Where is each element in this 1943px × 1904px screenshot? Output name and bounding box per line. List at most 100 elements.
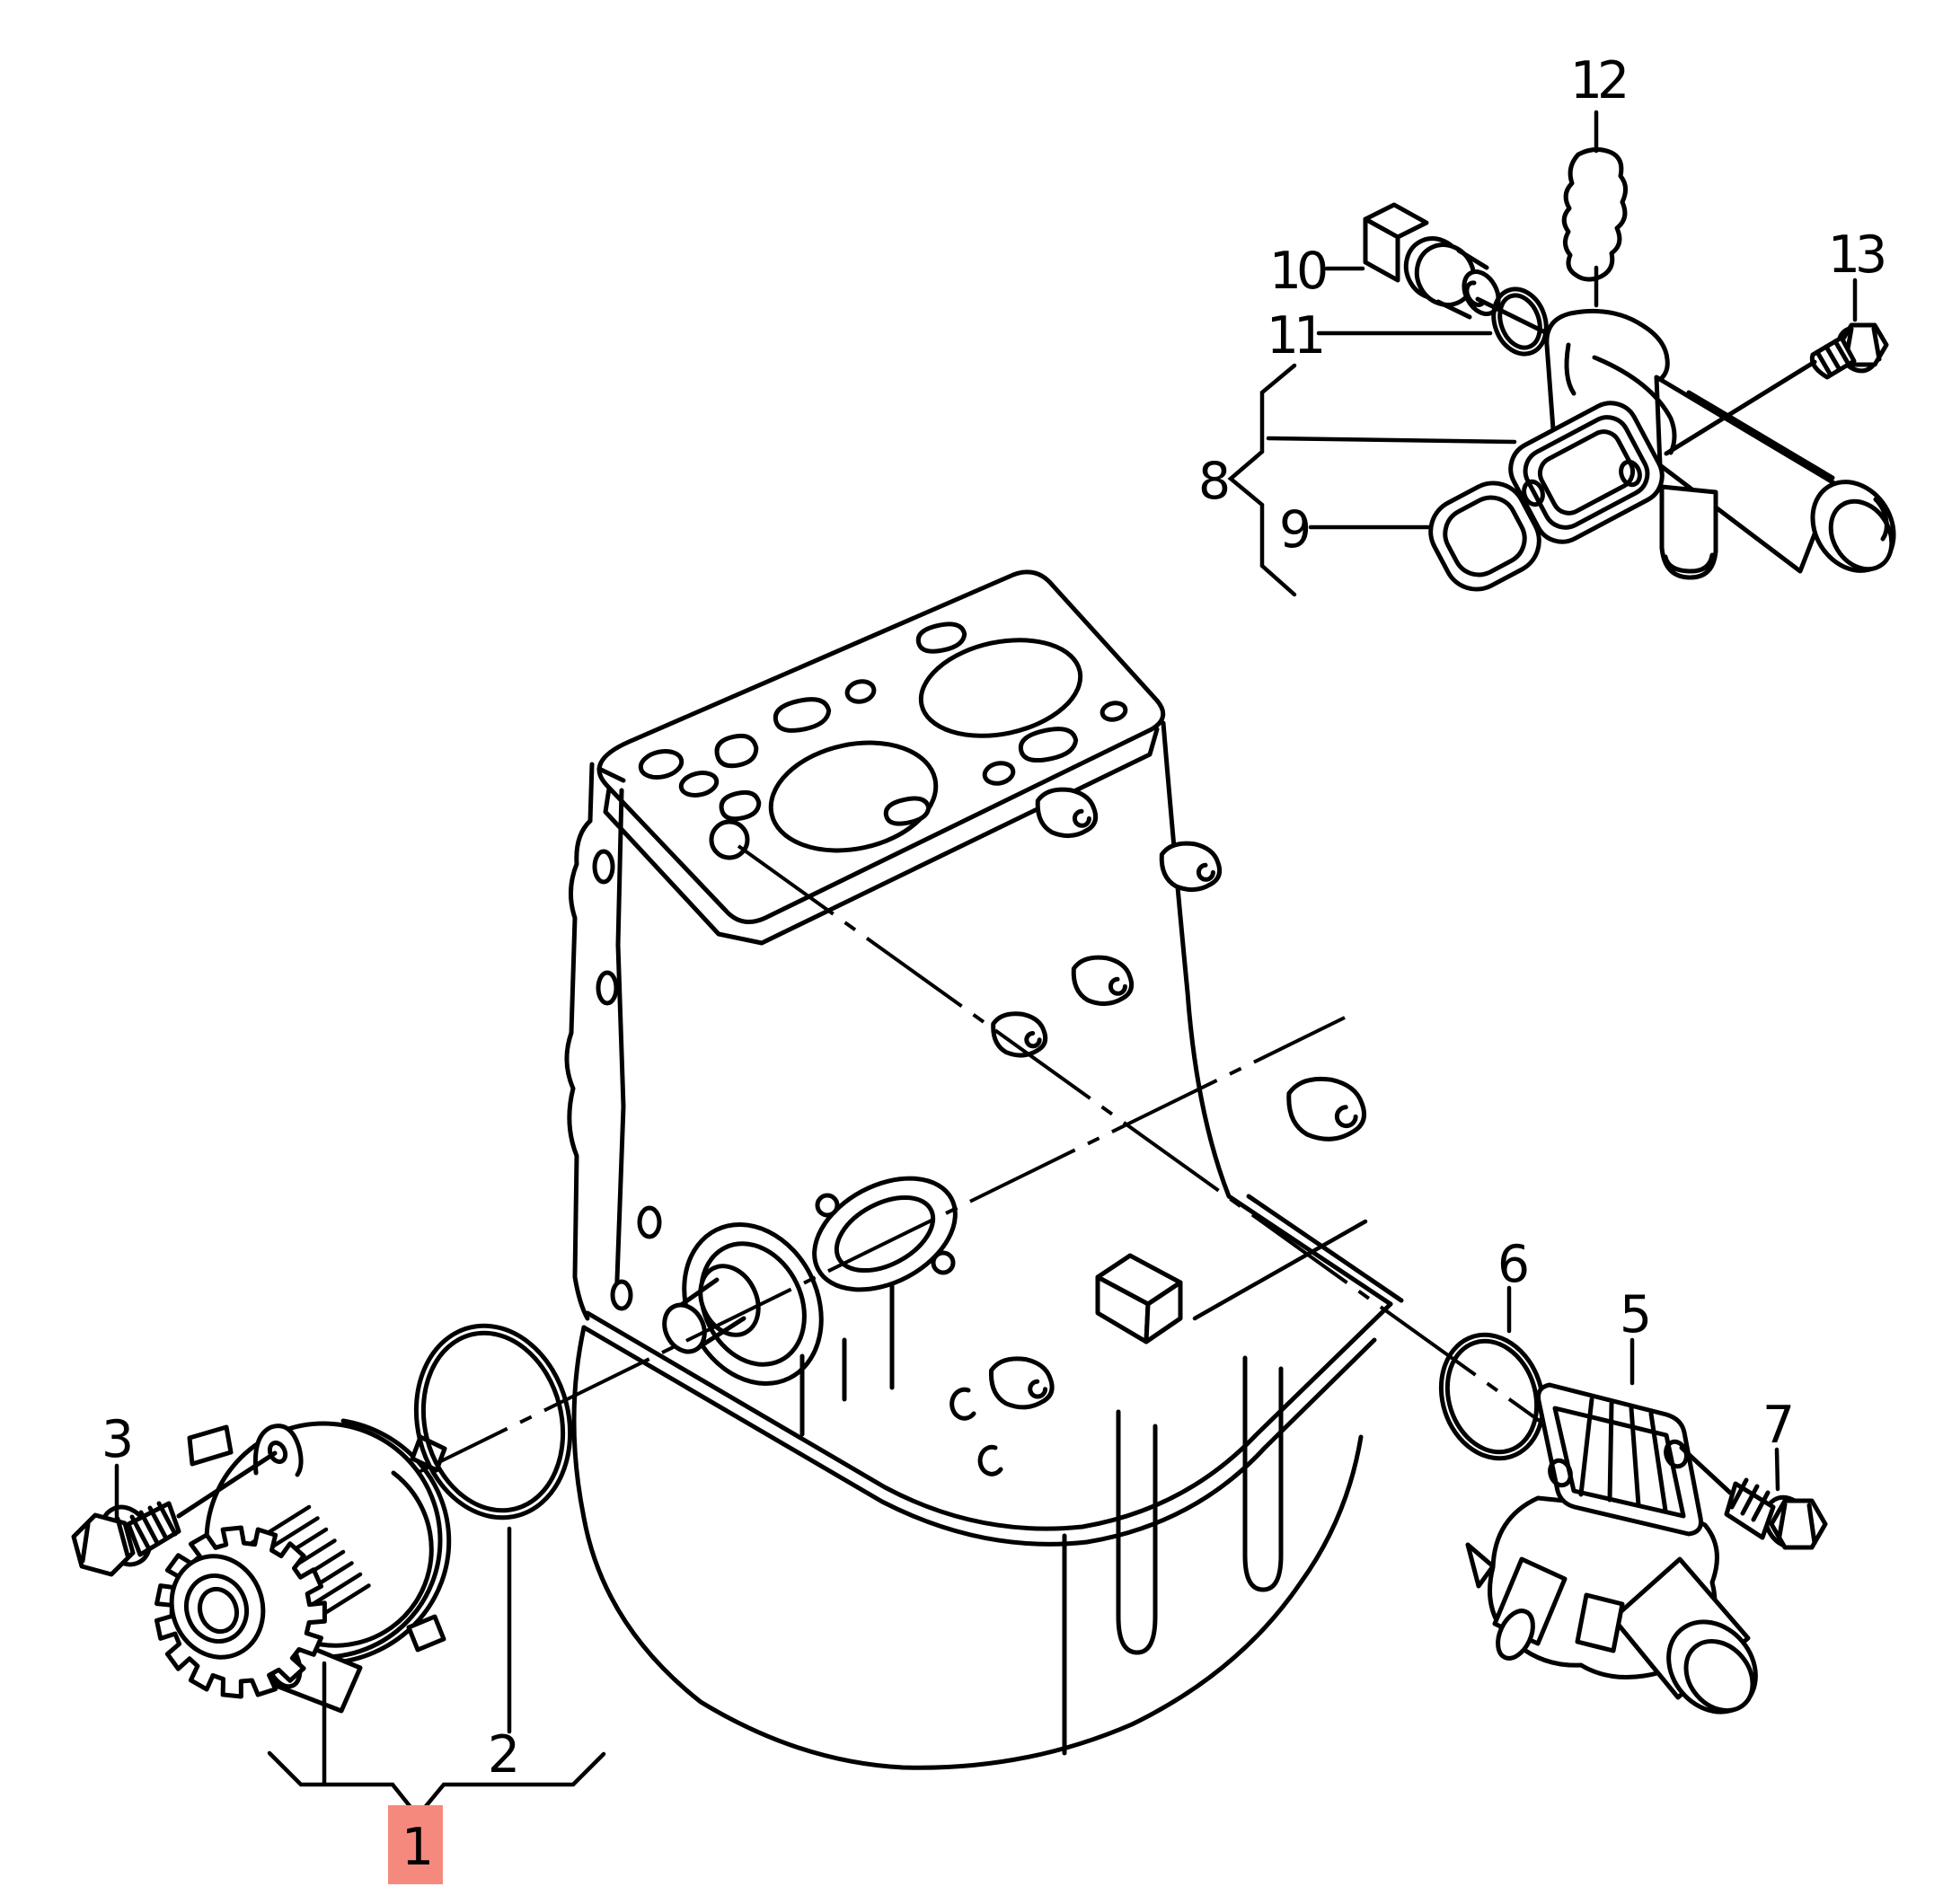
- elbow-face-line: [1564, 342, 1576, 396]
- cross-reference-line: [1192, 1219, 1368, 1321]
- engine-block-drawing: [564, 569, 1404, 1770]
- housing-ribs: [1578, 1397, 1668, 1513]
- bolt-channel: [1116, 1409, 1158, 1655]
- leader-line: [1774, 1447, 1780, 1492]
- thermostat-axis-line: [737, 844, 1561, 1437]
- bracket-8: [1227, 363, 1297, 597]
- bolt-7-drawing: [1724, 1477, 1828, 1550]
- bolt-13-pointer-line: [1664, 359, 1817, 456]
- block-web-lines: [799, 1283, 895, 1437]
- block-right-rim: [1246, 1194, 1404, 1303]
- o-ring-11-drawing: [1491, 286, 1549, 357]
- pipe-outlet-shade: [1873, 497, 1889, 542]
- deck-corner-lip: [587, 762, 626, 824]
- flange-gasket-face: [1508, 401, 1665, 544]
- bolt-channel: [1242, 1355, 1284, 1592]
- pump-notch: [406, 1614, 446, 1653]
- bolt-threads: [1815, 339, 1850, 376]
- block-left-face: [564, 818, 593, 1321]
- bolt-threads: [129, 1501, 178, 1550]
- callout-label-5[interactable]: 5: [1620, 1285, 1654, 1344]
- temperature-sensor-drawing: [1363, 202, 1501, 320]
- coolant-flange-assembly-drawing: [1363, 147, 1896, 592]
- callout-9[interactable]: 9: [1279, 500, 1433, 560]
- hose-cut-symbol: [1561, 147, 1628, 282]
- o-ring-6-drawing: [1438, 1332, 1546, 1461]
- callout-1[interactable]: 1: [267, 1661, 606, 1884]
- leader-line-flange: [1266, 436, 1517, 445]
- housing-tab: [1465, 1542, 1496, 1589]
- pump-back-flange-arc: [340, 1418, 452, 1664]
- callout-label-8[interactable]: 8: [1198, 452, 1233, 511]
- callouts: 1 2 3 5 6 7 8: [102, 51, 1889, 1884]
- left-face-hole: [637, 1205, 662, 1239]
- pump-cup-arc: [285, 1470, 434, 1648]
- deck-hole: [1100, 701, 1128, 722]
- callout-label-12[interactable]: 12: [1570, 51, 1630, 110]
- deck-hole: [844, 679, 877, 704]
- pump-top-hub: [252, 1424, 304, 1477]
- callout-label-9[interactable]: 9: [1279, 500, 1314, 560]
- callout-10[interactable]: 10: [1269, 242, 1365, 301]
- block-left-contour: [614, 788, 626, 1307]
- gasket-9-drawing: [1428, 480, 1541, 592]
- flange-pipe: [1654, 375, 1837, 574]
- left-face-hole: [610, 1279, 633, 1311]
- left-face-hole: [596, 970, 619, 1006]
- seal-plate-inner: [834, 1194, 936, 1274]
- block-face-hole: [709, 819, 750, 860]
- callout-12[interactable]: 12: [1570, 51, 1630, 308]
- stub-end-line: [1663, 552, 1715, 574]
- callout-label-3[interactable]: 3: [102, 1410, 136, 1469]
- callout-5[interactable]: 5: [1620, 1285, 1654, 1386]
- crank-seal-arc: [699, 1241, 807, 1367]
- water-pump-assembly-drawing: [71, 1323, 573, 1714]
- callout-label-7[interactable]: 7: [1762, 1396, 1797, 1455]
- callout-label-10[interactable]: 10: [1269, 242, 1331, 301]
- o-ring-2-drawing: [413, 1323, 573, 1521]
- block-bosses: [989, 787, 1366, 1410]
- deck-hole: [678, 771, 720, 798]
- callout-6[interactable]: 6: [1497, 1235, 1532, 1334]
- deck-edge-thickness: [603, 727, 1160, 946]
- deck-hole: [982, 761, 1016, 786]
- callout-label-6[interactable]: 6: [1497, 1235, 1532, 1294]
- callout-label-13[interactable]: 13: [1828, 225, 1889, 285]
- bolt-3-drawing: [71, 1501, 181, 1577]
- deck-hole: [638, 748, 684, 780]
- pump-tab: [187, 1424, 234, 1467]
- elbow-cheek-curve: [1592, 355, 1677, 455]
- thermostat-housing-assembly-drawing: [1438, 1332, 1828, 1714]
- flange-hole: [1619, 459, 1642, 488]
- water-pump-axis-line: [402, 1016, 1346, 1482]
- bolt-3-pointer-line: [176, 1450, 278, 1519]
- callout-2[interactable]: 2: [488, 1526, 521, 1785]
- oil-pan-body: [571, 1325, 1364, 1770]
- deck-coolant-passages: [714, 621, 1079, 826]
- callout-11[interactable]: 11: [1267, 306, 1493, 366]
- callout-label-1[interactable]: 1: [402, 1818, 435, 1877]
- cylinder-bore: [918, 638, 1083, 738]
- oil-pan-rim: [585, 1301, 1393, 1531]
- mounting-lug-side: [1144, 1280, 1183, 1344]
- callout-3[interactable]: 3: [102, 1410, 136, 1522]
- block-c-notch: [949, 1387, 1003, 1476]
- callout-13[interactable]: 13: [1828, 225, 1889, 322]
- callout-label-2[interactable]: 2: [488, 1725, 521, 1785]
- housing-flange-plate: [1536, 1382, 1703, 1537]
- block-right-face: [1161, 720, 1393, 1307]
- callout-7[interactable]: 7: [1762, 1396, 1797, 1492]
- oil-pan-rim-inner: [581, 1325, 1377, 1547]
- sensor-connector-front: [1363, 216, 1400, 283]
- sensor-axis-line: [1475, 296, 1835, 480]
- highlight-box[interactable]: [388, 1805, 443, 1884]
- bolt-13-drawing: [1809, 322, 1889, 380]
- sensor-body-lines: [1435, 248, 1489, 320]
- housing-inner-detail: [1575, 1592, 1625, 1653]
- seal-plate-ear-hole: [815, 1193, 840, 1218]
- callout-label-11[interactable]: 11: [1267, 306, 1327, 366]
- flange-bolt-hole: [1548, 1458, 1573, 1488]
- sensor-flange-disc: [1414, 242, 1477, 307]
